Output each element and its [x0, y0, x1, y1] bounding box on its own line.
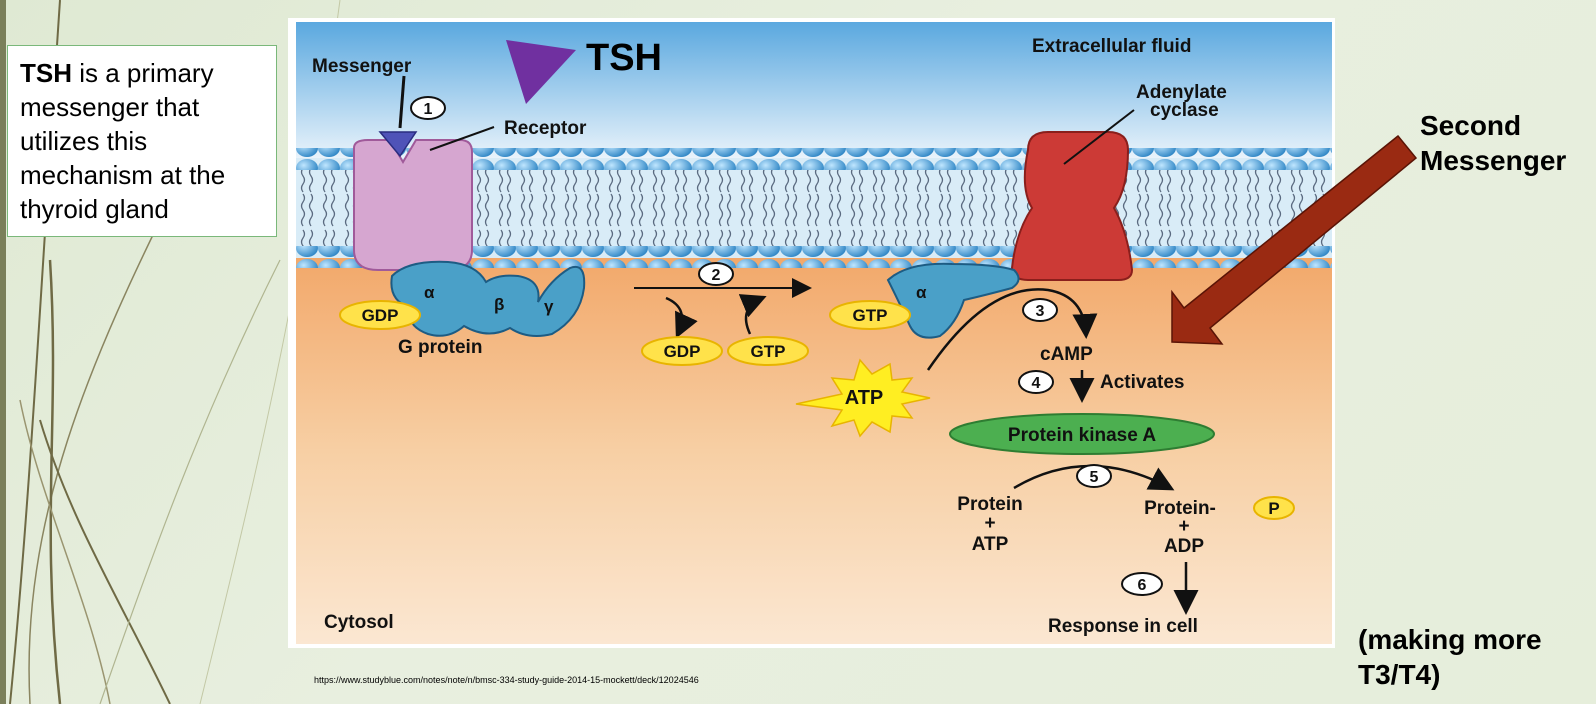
atp-reactant-label: ATP — [972, 534, 1009, 555]
step-6-number: 6 — [1138, 577, 1147, 594]
extracellular-label: Extracellular fluid — [1032, 36, 1191, 57]
receptor-label: Receptor — [504, 118, 587, 139]
making-more-label: (making more T3/T4) — [1358, 622, 1542, 692]
gdp-bound-label: GDP — [362, 306, 399, 325]
protein-label: Protein — [957, 494, 1022, 515]
gtp-free-label: GTP — [751, 342, 786, 361]
alpha-subunit-active — [886, 262, 1020, 339]
step-1-marker — [410, 96, 446, 120]
step-1-number: 1 — [424, 101, 433, 118]
gtp-bound-label: GTP — [853, 306, 888, 325]
step-3-number: 3 — [1036, 303, 1045, 320]
g-protein-gamma: γ — [544, 297, 554, 316]
atp-star — [795, 358, 931, 438]
adenylate-pointer — [1063, 109, 1135, 165]
note-line-3: utilizes this — [20, 126, 148, 156]
alpha-active-label: α — [916, 283, 927, 302]
second-messenger-label: Second Messenger — [1420, 108, 1566, 178]
step-4-marker — [1018, 370, 1054, 394]
g-protein-alpha: α — [424, 283, 435, 302]
step-3-marker — [1022, 298, 1058, 322]
second-messenger-diagram: TSH Messenger Receptor Extracellular flu… — [288, 18, 1335, 648]
step-2-number: 2 — [712, 267, 721, 284]
phosphate-badge — [1253, 496, 1295, 520]
adenylate-label-1: Adenylate — [1136, 82, 1227, 103]
g-protein-beta: β — [494, 295, 504, 314]
receptor-pointer — [429, 126, 495, 151]
second-messenger-line-2: Messenger — [1420, 145, 1567, 176]
note-bold-term: TSH — [20, 58, 72, 88]
adp-label: ADP — [1164, 536, 1204, 557]
note-line-5: thyroid gland — [20, 194, 169, 224]
note-line-2: messenger that — [20, 92, 200, 122]
gtp-bound-badge — [829, 300, 911, 330]
step-6-marker — [1121, 572, 1163, 596]
making-more-line-1: (making more — [1358, 624, 1542, 655]
adenylate-label-2: cyclase — [1150, 100, 1219, 121]
phosphate-label: P — [1268, 499, 1279, 518]
protein-p-label: Protein- — [1144, 498, 1216, 519]
protein-kinase-a — [949, 413, 1215, 455]
second-messenger-line-1: Second — [1420, 110, 1522, 141]
tsh-note-box: TSH is a primary messenger that utilizes… — [7, 45, 277, 237]
g-protein — [390, 260, 586, 337]
step-5-marker — [1076, 464, 1112, 488]
response-label: Response in cell — [1048, 616, 1198, 637]
activates-label: Activates — [1100, 372, 1185, 393]
messenger-pointer — [398, 75, 406, 129]
gdp-bound-badge — [339, 300, 421, 330]
atp-to-camp-arrow — [926, 288, 1098, 371]
plus-right: + — [1178, 516, 1189, 537]
gtp-bind-arrow — [738, 294, 767, 335]
cytosol-label: Cytosol — [324, 612, 394, 633]
atp-label: ATP — [845, 387, 884, 409]
gtp-free-badge — [727, 336, 809, 366]
g-protein-label: G protein — [398, 337, 482, 358]
step-4-number: 4 — [1032, 375, 1041, 392]
gdp-release-arrow — [665, 296, 698, 339]
camp-label: cAMP — [1040, 344, 1093, 365]
step-5-number: 5 — [1090, 469, 1099, 486]
receptor-protein — [353, 139, 473, 271]
making-more-line-2: T3/T4) — [1358, 659, 1441, 690]
gdp-free-badge — [641, 336, 723, 366]
note-line-4: mechanism at the — [20, 160, 226, 190]
pka-label: Protein kinase A — [1008, 425, 1156, 446]
plus-left: + — [984, 513, 995, 534]
source-url: https://www.studyblue.com/notes/note/n/b… — [314, 675, 699, 685]
step-2-marker — [698, 262, 734, 286]
adenylate-cyclase — [1010, 131, 1134, 281]
tsh-label: TSH — [586, 37, 662, 79]
gdp-free-label: GDP — [664, 342, 701, 361]
note-line-1: is a primary — [79, 58, 214, 88]
left-accent-bar — [0, 0, 6, 704]
bound-messenger-triangle — [378, 131, 418, 158]
tsh-triangle — [506, 40, 576, 104]
messenger-label: Messenger — [312, 56, 412, 77]
